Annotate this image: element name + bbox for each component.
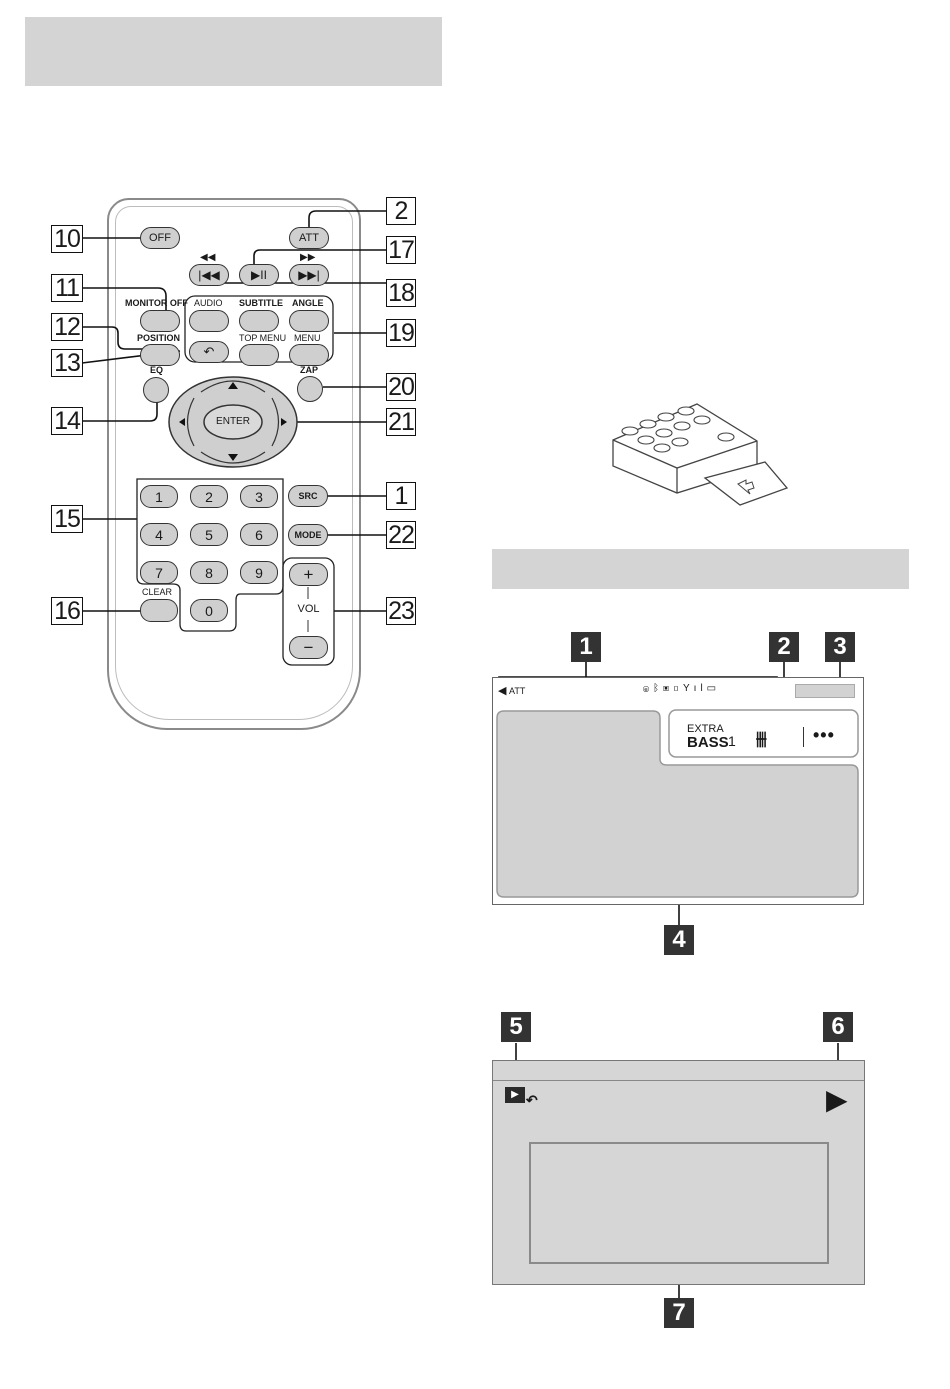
callout-5-screen: 5 (501, 1012, 531, 1042)
callout-6-screen: 6 (823, 1012, 853, 1042)
playback-arrow-icon[interactable]: ▶ (826, 1086, 848, 1114)
more-options-icon[interactable]: ••• (813, 725, 835, 746)
source-playback-icon[interactable]: ▶ (505, 1087, 525, 1103)
divider-line (803, 727, 804, 747)
bass-level: 1 (728, 733, 736, 749)
callout-7-screen: 7 (664, 1298, 694, 1328)
return-icon[interactable]: ↶ (526, 1092, 538, 1109)
bass-label: BASS (687, 734, 729, 751)
screen2-content-area (529, 1142, 829, 1264)
equalizer-icon[interactable]: ⫲⫲ (756, 728, 766, 749)
screen2-top-divider (493, 1080, 864, 1081)
